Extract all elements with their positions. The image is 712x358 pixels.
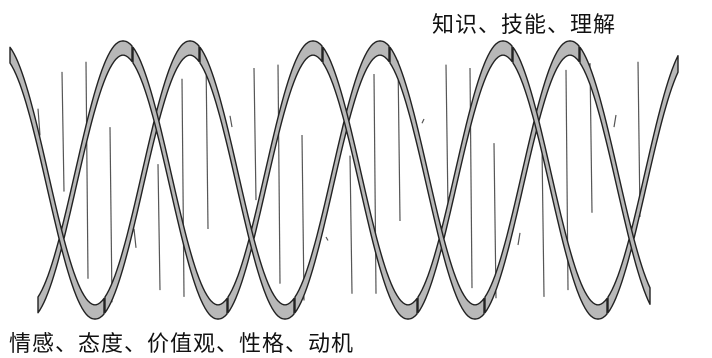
helix-rung bbox=[254, 68, 256, 200]
helix-rung bbox=[230, 116, 232, 127]
helix-strand-segment bbox=[10, 47, 104, 319]
helix-rung bbox=[86, 62, 88, 279]
helix-rung bbox=[206, 59, 208, 229]
helix-rung bbox=[278, 65, 280, 284]
helix-rung bbox=[62, 72, 64, 192]
helix-rung bbox=[446, 65, 448, 209]
helix-rung bbox=[374, 74, 376, 294]
label-knowledge-skills-understanding: 知识、技能、理解 bbox=[432, 7, 616, 39]
helix-rung bbox=[542, 147, 544, 297]
label-emotions-attitudes-values-personality-motivation: 情感、态度、价值观、性格、动机 bbox=[9, 326, 354, 358]
helix-rung bbox=[182, 79, 184, 297]
helix-rung bbox=[110, 127, 112, 302]
helix-rung bbox=[518, 233, 520, 245]
helix-rung bbox=[134, 229, 136, 248]
helix-rung bbox=[422, 119, 424, 123]
helix-rung bbox=[302, 135, 304, 301]
helix-rung bbox=[350, 156, 352, 294]
helix-strand-segment bbox=[105, 41, 199, 313]
helix-rung bbox=[614, 115, 616, 127]
helix-strand-segment bbox=[485, 41, 579, 313]
helix-rung bbox=[326, 237, 328, 241]
helix-rung bbox=[158, 164, 160, 290]
